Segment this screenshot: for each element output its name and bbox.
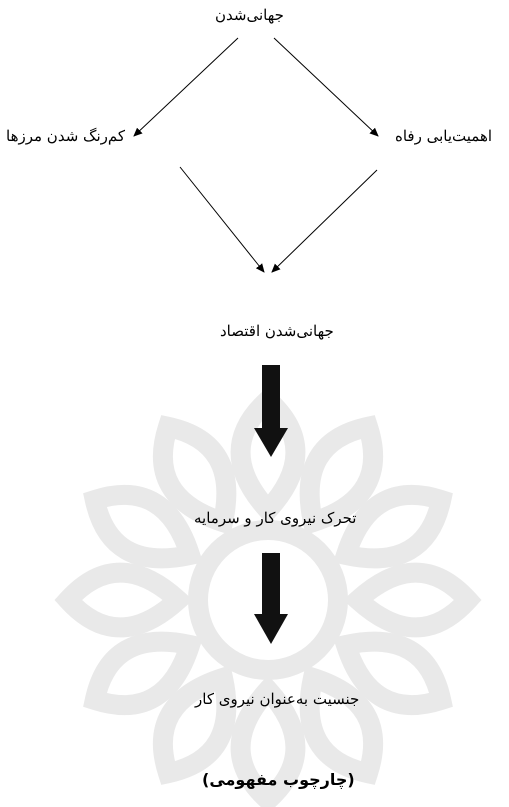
- watermark-center-ring: [188, 520, 348, 680]
- watermark-petal: [333, 484, 453, 569]
- node-borders-fading: کم‌رنگ شدن مرزها: [6, 127, 125, 145]
- watermark-petal: [152, 415, 237, 535]
- node-globalization: جهانی‌شدن: [215, 6, 284, 24]
- node-labor-capital-mobility: تحرک نیروی کار و سرمایه: [194, 509, 357, 527]
- node-economic-globalization: جهانی‌شدن اقتصاد: [220, 322, 334, 340]
- watermark-petal: [299, 415, 384, 535]
- arrow-borders-to-economy: [179, 166, 265, 273]
- node-welfare-importance: اهمیت‌یابی رفاه: [395, 127, 493, 145]
- watermark-petal: [230, 675, 306, 807]
- watermark-petal: [83, 484, 203, 569]
- arrow-globalization-to-welfare: [273, 37, 379, 137]
- watermark-petal: [152, 665, 237, 785]
- thick-arrow-economy-to-mobility: [254, 365, 288, 457]
- watermark-petal: [54, 562, 193, 638]
- watermark-petal: [299, 665, 384, 785]
- watermark-petal: [343, 562, 482, 638]
- arrow-globalization-to-borders: [133, 37, 239, 137]
- watermark-petal: [333, 631, 453, 716]
- node-gender-as-labor: جنسیت به‌عنوان نیروی کار: [195, 690, 360, 708]
- diagram-caption: (چارچوب مفهومی): [202, 770, 355, 789]
- arrow-welfare-to-economy: [271, 169, 378, 273]
- watermark-petal: [83, 631, 203, 716]
- thick-arrow-mobility-to-gender: [254, 553, 288, 644]
